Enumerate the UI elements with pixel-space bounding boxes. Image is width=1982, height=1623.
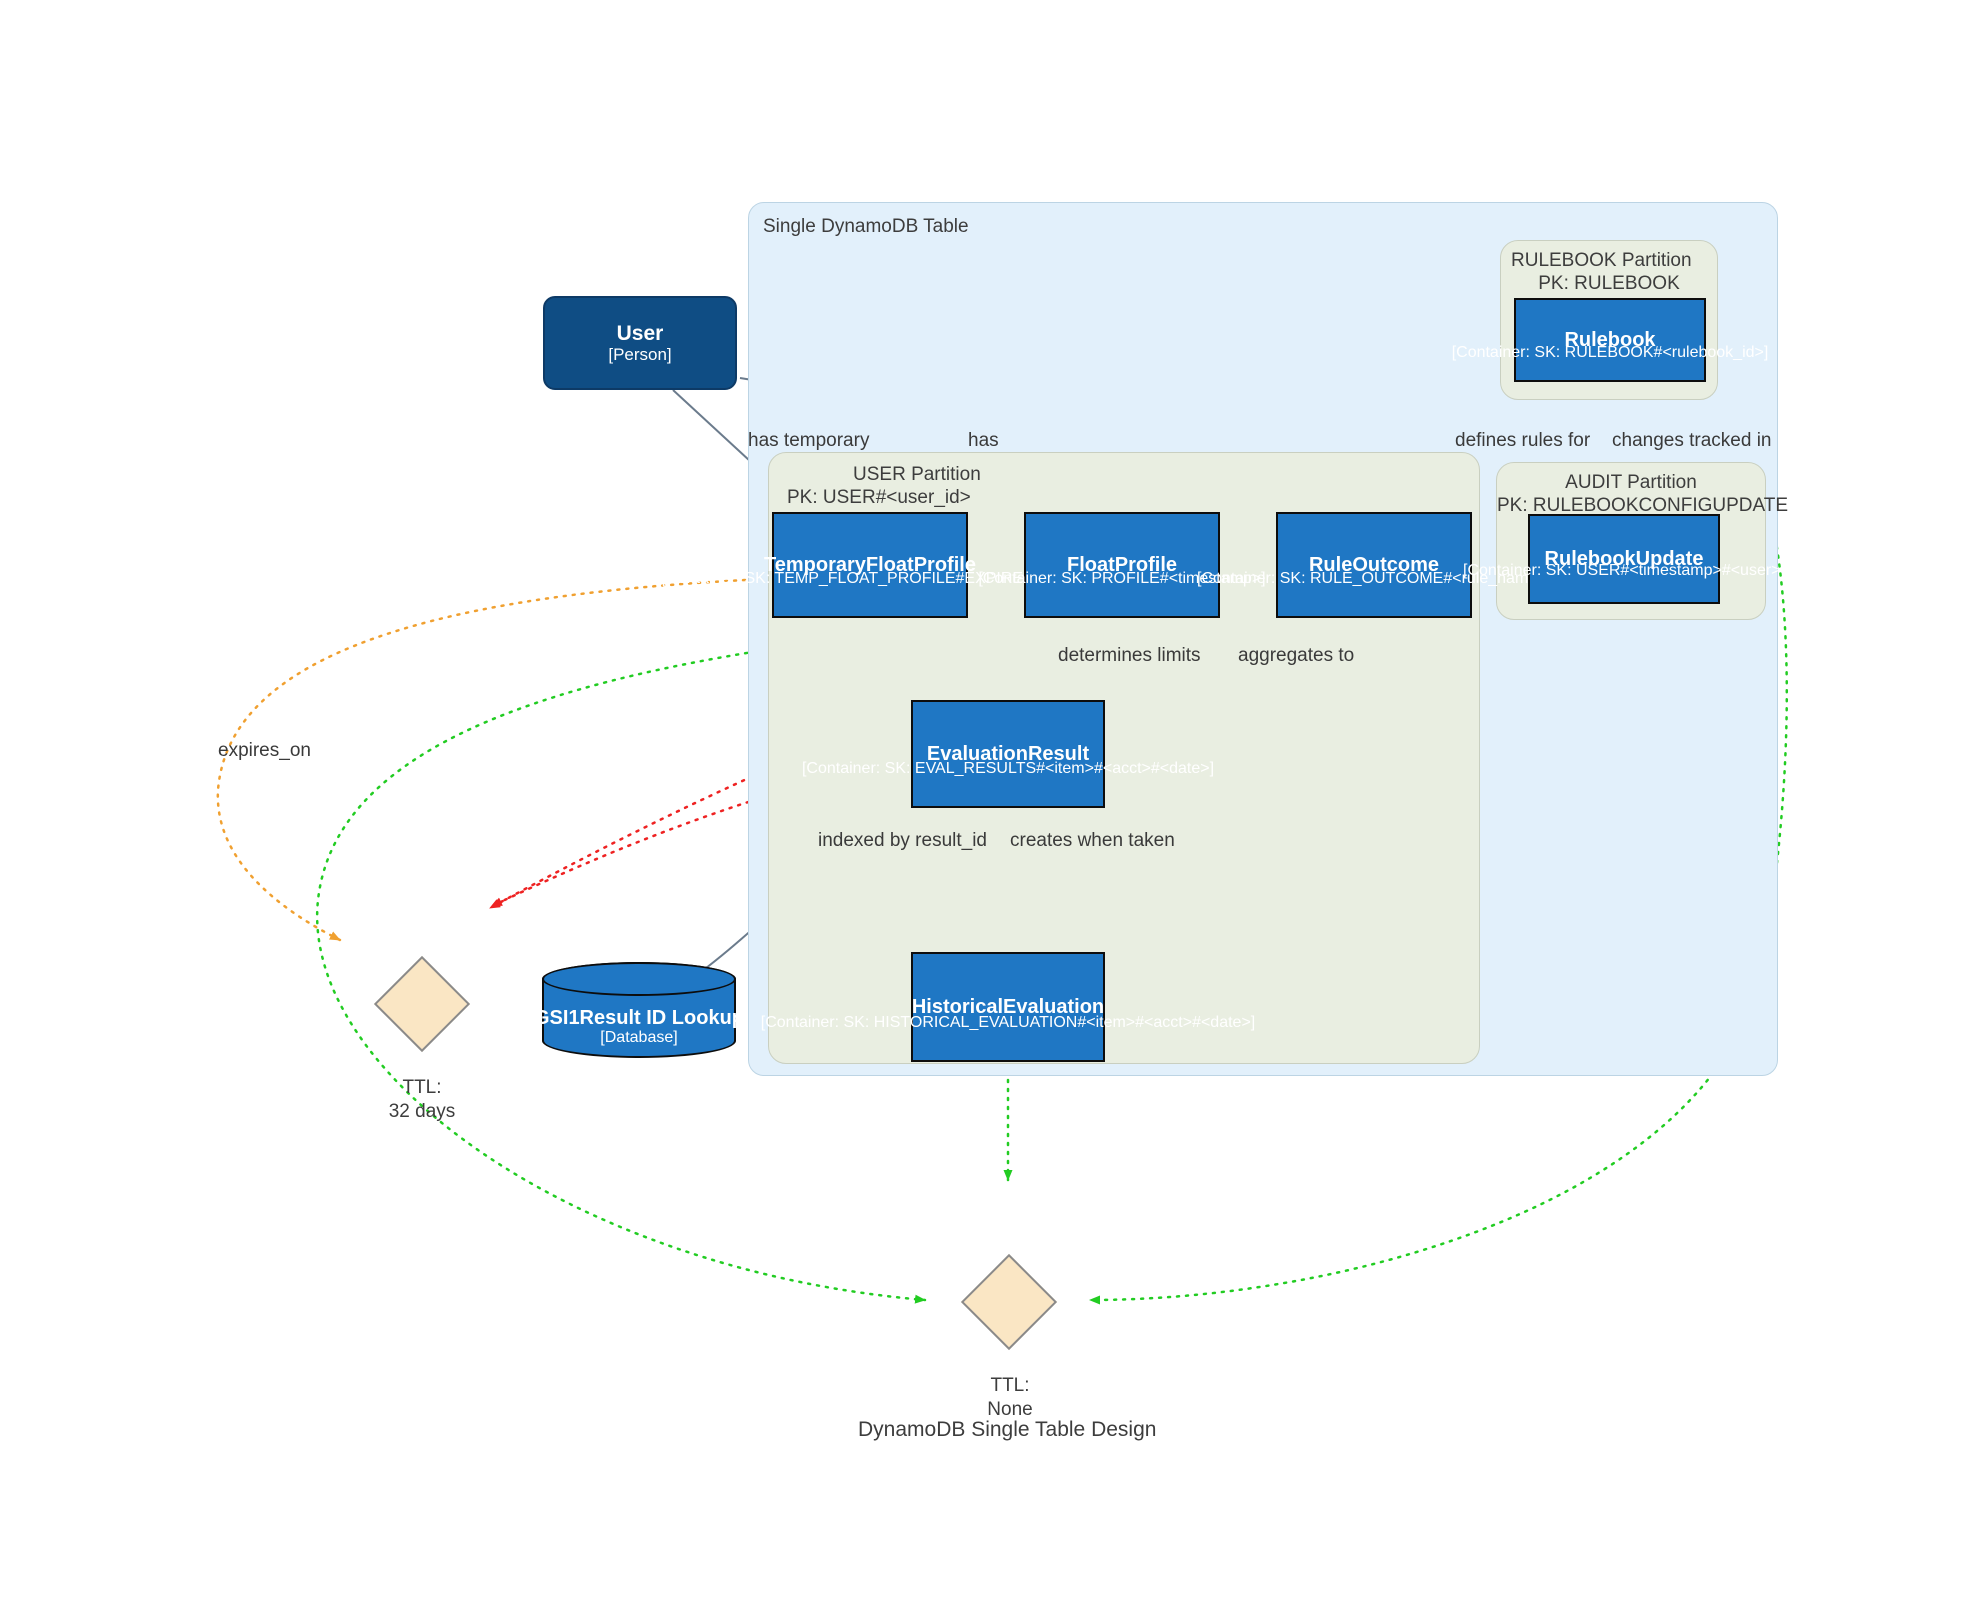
node-temporary-float-profile[interactable]: TemporaryFloatProfile [Container: SK: TE… [662, 512, 1078, 618]
edge-label-aggregates-to: aggregates to [1238, 645, 1355, 666]
boundary-rulebook-partition-label-line2: PK: RULEBOOK [1538, 273, 1680, 294]
node-temporary-float-profile-subtitle: [Container: SK: TEMP_FLOAT_PROFILE#EXPIR… [661, 570, 1079, 587]
node-temporary-float-profile-title: TemporaryFloatProfile [764, 554, 976, 576]
ttl-none-caption: TTL:None [928, 1374, 1092, 1422]
node-rulebook-update-subtitle: [Container: SK: USER#<timestamp>#<user>] [1463, 562, 1785, 579]
diagram-caption: DynamoDB Single Table Design [858, 1418, 1157, 1441]
node-rulebook[interactable]: Rulebook [Container: SK: RULEBOOK#<ruleb… [1452, 298, 1768, 382]
boundary-audit-partition-label-line2: PK: RULEBOOKCONFIGUPDATE [1497, 495, 1789, 516]
ttl-diamond-32-days [373, 955, 471, 1053]
ttl-32-days-line1: TTL: [402, 1077, 442, 1098]
node-user-title: User [616, 321, 664, 345]
node-rulebook-update[interactable]: RulebookUpdate [Container: SK: USER#<tim… [1463, 514, 1785, 604]
ttl-diamond-none [960, 1253, 1058, 1351]
node-float-profile[interactable]: FloatProfile [Container: SK: PROFILE#<ti… [978, 512, 1266, 618]
ttl-32-days-line2: 32 days [388, 1100, 456, 1122]
node-rule-outcome-subtitle: [Container: SK: RULE_OUTCOME#<rule_name>… [1197, 570, 1551, 587]
cylinder-top-ellipse [542, 962, 736, 996]
boundary-table-label: Single DynamoDB Table [763, 216, 969, 237]
node-gsi1-result-id-lookup-subtitle: [Database] [600, 1029, 678, 1047]
node-rulebook-title: Rulebook [1564, 329, 1656, 351]
edge-label-has: has [968, 430, 999, 451]
edge-label-creates-when-taken: creates when taken [1010, 830, 1175, 851]
node-rule-outcome[interactable]: RuleOutcome [Container: SK: RULE_OUTCOME… [1197, 512, 1551, 618]
ttl-none-line2: None [987, 1398, 1033, 1420]
edge-label-determines-limits: determines limits [1058, 645, 1201, 666]
edge-label-indexed-by-result-id: indexed by result_id [818, 830, 987, 851]
boundary-audit-partition-label-line1: AUDIT Partition [1565, 472, 1697, 493]
edge-label-expires-on: expires_on [218, 740, 311, 761]
node-float-profile-subtitle: [Container: SK: PROFILE#<timestamp>] [978, 570, 1266, 587]
boundary-rulebook-partition-label-line1: RULEBOOK Partition [1511, 250, 1692, 271]
node-historical-evaluation[interactable]: HistoricalEvaluation [Container: SK: HIS… [761, 952, 1255, 1062]
node-gsi1-result-id-lookup-title: GSI1Result ID Lookup [533, 1007, 745, 1030]
node-user-subtitle: [Person] [608, 344, 672, 364]
node-historical-evaluation-subtitle: [Container: SK: HISTORICAL_EVALUATION#<i… [760, 1014, 1256, 1031]
node-historical-evaluation-title: HistoricalEvaluation [911, 996, 1105, 1018]
boundary-user-partition-label-line1: USER Partition [853, 464, 981, 485]
node-evaluation-result-title: EvaluationResult [926, 743, 1090, 765]
node-rulebook-update-title: RulebookUpdate [1544, 548, 1704, 570]
node-evaluation-result-subtitle: [Container: SK: EVAL_RESULTS#<item>#<acc… [801, 760, 1215, 777]
edge-label-defines-rules-for: defines rules for [1455, 430, 1591, 451]
node-float-profile-title: FloatProfile [1066, 554, 1177, 576]
boundary-user-partition-label-line2: PK: USER#<user_id> [787, 487, 971, 508]
edge-label-has-temporary: has temporary [748, 430, 870, 451]
node-gsi1-result-id-lookup[interactable]: GSI1Result ID Lookup [Database] [534, 962, 744, 1058]
edge-label-changes-tracked-in: changes tracked in [1612, 430, 1772, 451]
node-rulebook-subtitle: [Container: SK: RULEBOOK#<rulebook_id>] [1451, 344, 1769, 361]
node-user[interactable]: User [Person] [543, 296, 737, 390]
ttl-none-line1: TTL: [990, 1375, 1030, 1396]
node-rule-outcome-title: RuleOutcome [1308, 554, 1440, 576]
ttl-32-days-caption: TTL:32 days [340, 1076, 504, 1124]
node-evaluation-result[interactable]: EvaluationResult [Container: SK: EVAL_RE… [802, 700, 1214, 808]
